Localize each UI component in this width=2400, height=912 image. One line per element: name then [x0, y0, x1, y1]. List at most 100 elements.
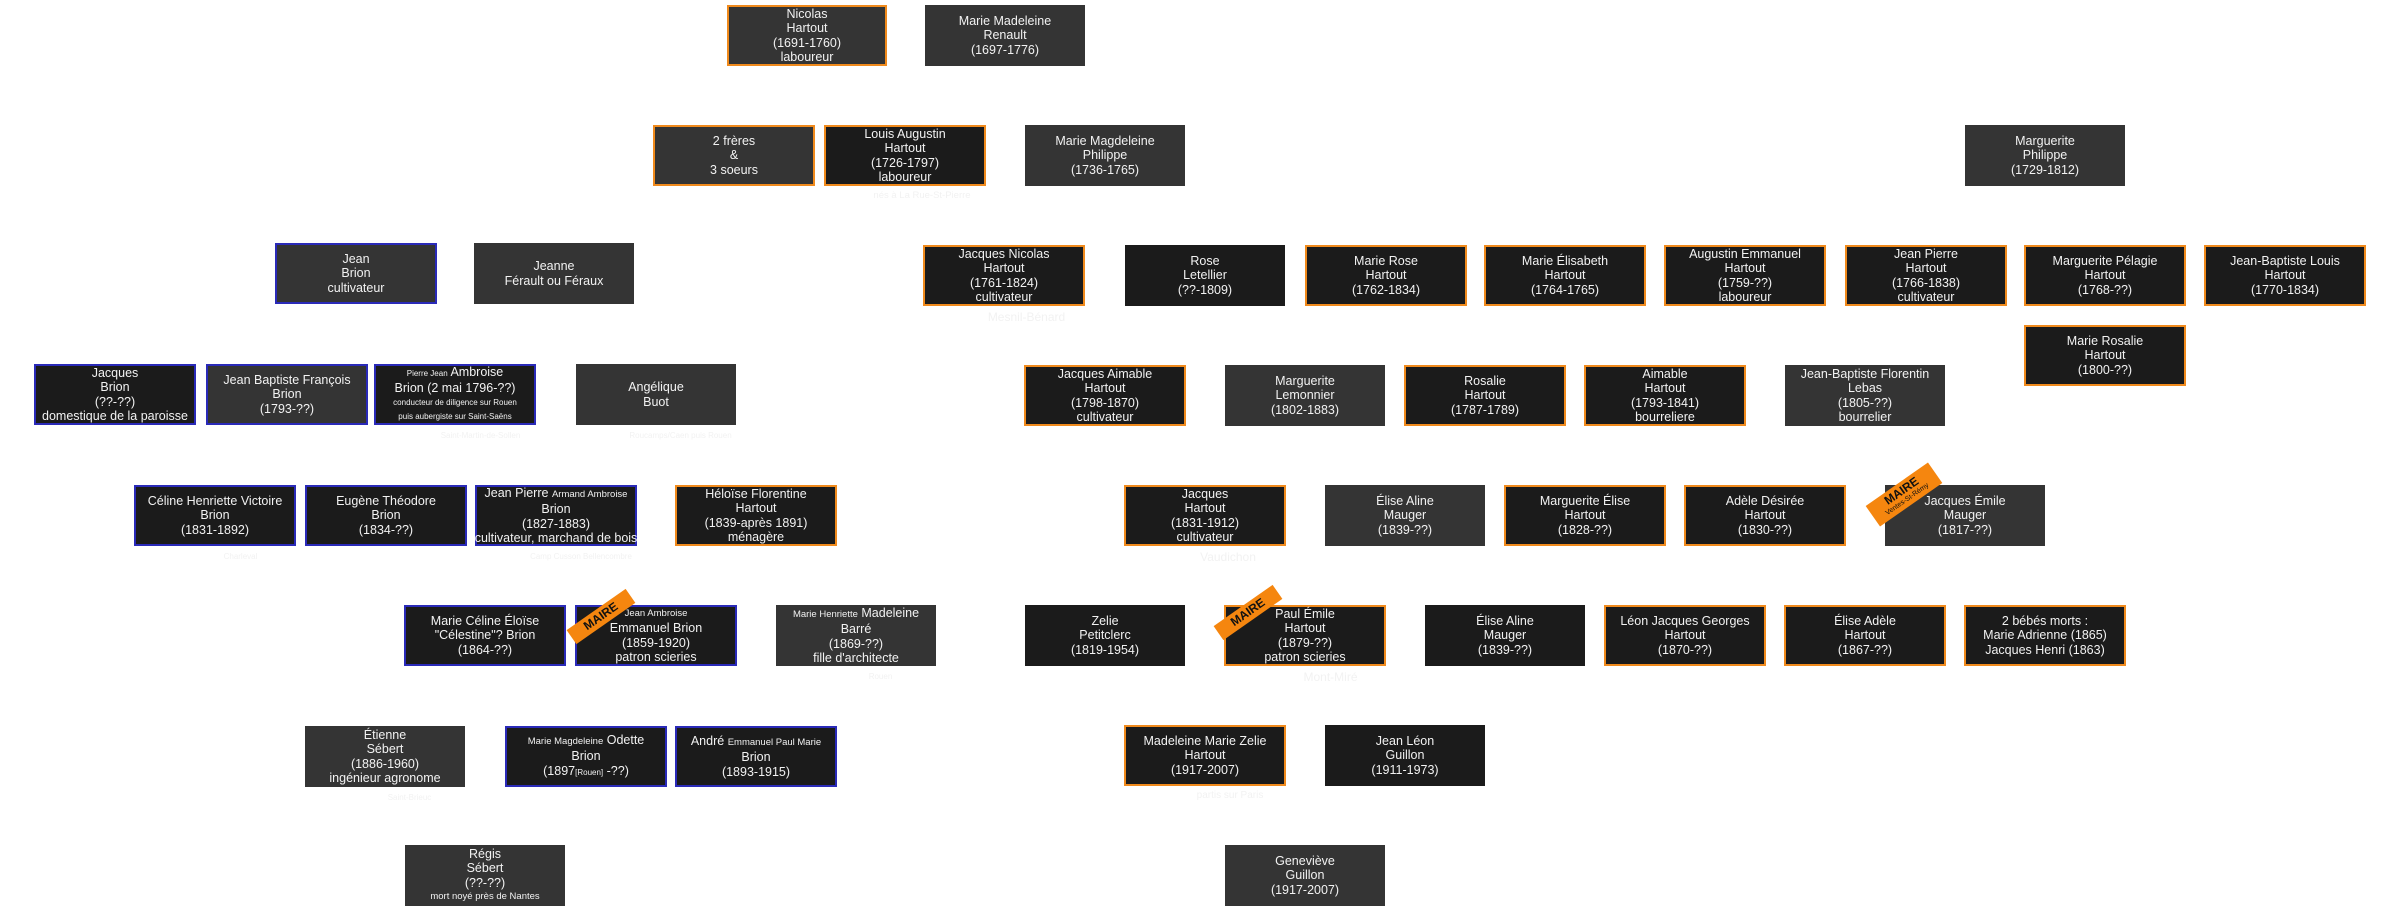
given-name: Jacques Aimable	[1057, 366, 1153, 381]
death-year: -??)	[603, 763, 629, 778]
dates: (1870-??)	[1657, 642, 1713, 657]
given-name: Jean	[342, 251, 370, 266]
dates: (1805-??)	[1837, 395, 1893, 410]
person-andre-brion[interactable]: André Emmanuel Paul Marie Brion (1893-19…	[675, 726, 837, 787]
person-marguerite-elise-hartout[interactable]: Marguerite Élise Hartout (1828-??)	[1504, 485, 1666, 546]
surname: Brion	[571, 749, 601, 764]
person-jacques-hartout[interactable]: Jacques Hartout (1831-1912) cultivateur	[1124, 485, 1286, 546]
person-heloise-florentine-hartout[interactable]: Héloïse Florentine Hartout (1839-après 1…	[675, 485, 837, 546]
dates: (1726-1797)	[870, 155, 940, 170]
person-marie-rosalie-hartout[interactable]: Marie Rosalie Hartout (1800-??)	[2024, 325, 2186, 386]
person-marie-magdeleine-odette-brion[interactable]: Marie Magdeleine Odette Brion (1897[Roue…	[505, 726, 667, 787]
surname: Mauger	[1383, 508, 1427, 523]
person-rosalie-hartout[interactable]: Rosalie Hartout (1787-1789)	[1404, 365, 1566, 426]
person-genevieve-guillon[interactable]: Geneviève Guillon (1917-2007)	[1225, 845, 1385, 906]
person-marie-madeleine-renault[interactable]: Marie Madeleine Renault (1697-1776)	[925, 5, 1085, 66]
person-elise-aline-mauger-2[interactable]: Élise Aline Mauger (1839-??)	[1425, 605, 1585, 666]
person-augustin-emmanuel-hartout[interactable]: Augustin Emmanuel Hartout (1759-??) labo…	[1664, 245, 1826, 306]
person-jean-pierre-armand-brion[interactable]: Jean Pierre Armand Ambroise Brion (1827-…	[475, 485, 637, 546]
occupation: cultivateur	[327, 280, 385, 295]
given-name: Léon Jacques Georges	[1620, 613, 1750, 628]
person-jean-baptiste-francois-brion[interactable]: Jean Baptiste François Brion (1793-??)	[206, 364, 368, 425]
surname: Hartout	[1905, 261, 1947, 275]
given-name: André Emmanuel Paul Marie	[691, 734, 821, 751]
place-label: Saint-Brieuc	[387, 793, 432, 802]
person-jean-pierre-hartout[interactable]: Jean Pierre Hartout (1766-1838) cultivat…	[1845, 245, 2007, 306]
surname: Buot	[643, 394, 669, 409]
person-marie-rose-hartout[interactable]: Marie Rose Hartout (1762-1834)	[1305, 245, 1467, 306]
dates: (1798-1870)	[1070, 395, 1140, 410]
dates: (1839-après 1891)	[704, 515, 808, 530]
given-name: Geneviève	[1275, 853, 1335, 868]
person-celine-henriette-brion[interactable]: Céline Henriette Victoire Brion (1831-18…	[134, 485, 296, 546]
place-tag-etienne-sebert: Saint-Brieuc	[354, 787, 465, 817]
person-pierre-jean-ambroise-brion[interactable]: Pierre Jean Ambroise Brion (2 mai 1796-?…	[374, 364, 536, 425]
person-freres-soeurs[interactable]: 2 frères & 3 soeurs	[653, 125, 815, 186]
surname: Hartout	[1084, 381, 1126, 395]
occupation: patron scieries	[615, 650, 697, 664]
person-elise-aline-mauger[interactable]: Élise Aline Mauger (1839-??)	[1325, 485, 1485, 546]
surname: Barré	[840, 622, 872, 636]
dates: (1827-1883)	[521, 516, 591, 531]
dates: (1768-??)	[2077, 282, 2133, 297]
occupation: cultivateur, marchand de bois	[474, 531, 638, 545]
person-eugene-theodore-brion[interactable]: Eugène Théodore Brion (1834-??)	[305, 485, 467, 546]
person-adele-desiree-hartout[interactable]: Adèle Désirée Hartout (1830-??)	[1684, 485, 1846, 546]
given-name: Marie Céline Éloïse	[430, 613, 540, 628]
surname: Petitclerc	[1079, 628, 1131, 643]
given-name: Eugène Théodore	[336, 493, 436, 508]
given-name: Adèle Désirée	[1725, 493, 1805, 508]
place-label: Saint-Martin-de-Sollen	[440, 431, 521, 440]
given-name: Jean Pierre	[1894, 246, 1958, 261]
person-regis-sebert[interactable]: Régis Sébert (??-??) mort noyé près de N…	[405, 845, 565, 906]
place-tag-louis-augustin: nés à La Rue-St-Pierre	[858, 186, 986, 216]
surname: "Célestine"? Brion	[434, 628, 536, 643]
dates: (1697-1776)	[970, 42, 1040, 57]
person-nicolas-hartout[interactable]: Nicolas Hartout (1691-1760) laboureur	[727, 5, 887, 66]
person-marguerite-lemonnier[interactable]: Marguerite Lemonnier (1802-1883)	[1225, 365, 1385, 426]
person-angelique-buot[interactable]: Angélique Buot	[576, 364, 736, 425]
place-label: Mont-Miré	[1303, 670, 1358, 684]
person-jacques-emile-mauger[interactable]: Jacques Émile Mauger (1817-??)	[1885, 485, 2045, 546]
person-marie-magdeleine-philippe[interactable]: Marie Magdeleine Philippe (1736-1765)	[1025, 125, 1185, 186]
usual-name: Odette	[606, 732, 645, 747]
given-name: Jean Baptiste François	[223, 372, 351, 387]
person-marie-celine-eloise-brion[interactable]: Marie Céline Éloïse "Célestine"? Brion (…	[404, 605, 566, 666]
person-elise-adele-hartout[interactable]: Élise Adèle Hartout (1867-??)	[1784, 605, 1946, 666]
surname: Guillon	[1385, 748, 1425, 763]
person-etienne-sebert[interactable]: Étienne Sébert (1886-1960) ingénieur agr…	[305, 726, 465, 787]
secondary-names: Pierre Jean	[406, 368, 448, 378]
person-leon-jacques-georges-hartout[interactable]: Léon Jacques Georges Hartout (1870-??)	[1604, 605, 1766, 666]
occupation: laboureur	[878, 170, 932, 184]
person-jean-baptiste-florentin-lebas[interactable]: Jean-Baptiste Florentin Lebas (1805-??) …	[1785, 365, 1945, 426]
dates: (??-1809)	[1177, 282, 1233, 297]
given-name: Marie Élisabeth	[1521, 253, 1609, 268]
person-louis-augustin-hartout[interactable]: Louis Augustin Hartout (1726-1797) labou…	[824, 125, 986, 186]
person-bebes-morts[interactable]: 2 bébés morts : Marie Adrienne (1865) Ja…	[1964, 605, 2126, 666]
usual-name: Ambroise	[450, 364, 504, 379]
dates: (1766-1838)	[1891, 275, 1961, 290]
place-label: nés à La Rue-St-Pierre	[873, 190, 971, 201]
person-marguerite-pelagie-hartout[interactable]: Marguerite Pélagie Hartout (1768-??)	[2024, 245, 2186, 306]
person-marie-elisabeth-hartout[interactable]: Marie Élisabeth Hartout (1764-1765)	[1484, 245, 1646, 306]
person-jean-ambroise-emmanuel-brion[interactable]: Jean Ambroise Emmanuel Brion (1859-1920)…	[575, 605, 737, 666]
person-marie-henriette-barre[interactable]: Marie Henriette Madeleine Barré (1869-??…	[776, 605, 936, 666]
occupation: cultivateur	[1076, 410, 1134, 424]
dates: (1839-??)	[1377, 522, 1433, 537]
place-tag-pierre-jean-ambroise: Saint-Martin-de-Sollen	[425, 425, 536, 455]
person-jean-leon-guillon[interactable]: Jean Léon Guillon (1911-1973)	[1325, 725, 1485, 786]
person-jean-baptiste-louis-hartout[interactable]: Jean-Baptiste Louis Hartout (1770-1834)	[2204, 245, 2366, 306]
person-zelie-petitclerc[interactable]: Zelie Petitclerc (1819-1954)	[1025, 605, 1185, 666]
person-madeleine-marie-zelie-hartout[interactable]: Madeleine Marie Zelie Hartout (1917-2007…	[1124, 725, 1286, 786]
person-jean-brion[interactable]: Jean Brion cultivateur	[275, 243, 437, 304]
person-jacques-aimable-hartout[interactable]: Jacques Aimable Hartout (1798-1870) cult…	[1024, 365, 1186, 426]
person-jacques-brion[interactable]: Jacques Brion (??-??) domestique de la p…	[34, 364, 196, 425]
person-jeanne-ferault[interactable]: Jeanne Férault ou Féraux	[474, 243, 634, 304]
dates: (1764-1765)	[1530, 282, 1600, 297]
person-marguerite-philippe[interactable]: Marguerite Philippe (1729-1812)	[1965, 125, 2125, 186]
given-name: Jacques	[1181, 486, 1229, 501]
surname: Hartout	[735, 501, 777, 515]
person-rose-letellier[interactable]: Rose Letellier (??-1809)	[1125, 245, 1285, 306]
person-aimable-hartout[interactable]: Aimable Hartout (1793-1841) bourreliere	[1584, 365, 1746, 426]
person-jacques-nicolas-hartout[interactable]: Jacques Nicolas Hartout (1761-1824) cult…	[923, 245, 1085, 306]
